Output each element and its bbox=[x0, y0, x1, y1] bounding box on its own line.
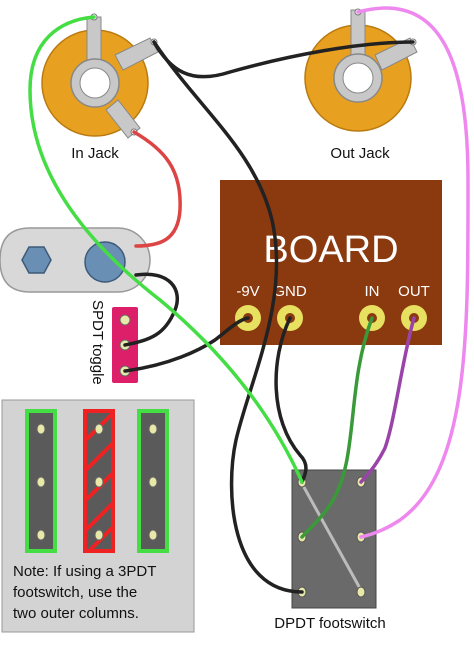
3pdt-note-panel bbox=[1, 399, 195, 633]
hex-terminal-icon bbox=[21, 246, 52, 274]
note-line-2: footswitch, use the bbox=[13, 584, 137, 601]
pad-label-in: IN bbox=[365, 283, 380, 300]
wire-black-toggle bbox=[123, 316, 250, 373]
pad-label-out: OUT bbox=[398, 283, 430, 300]
out-jack-label: Out Jack bbox=[330, 145, 390, 162]
battery-connector bbox=[0, 227, 151, 293]
wire-black-battery bbox=[123, 272, 179, 347]
dpdt-footswitch-label: DPDT footswitch bbox=[274, 615, 385, 632]
wire-black-gnd bbox=[274, 316, 308, 484]
note-line-1: Note: If using a 3PDT bbox=[13, 563, 156, 580]
wire-red bbox=[132, 130, 182, 248]
board-title: BOARD bbox=[263, 229, 398, 271]
round-terminal-icon bbox=[84, 241, 126, 283]
wire-green bbox=[28, 15, 304, 484]
in-jack bbox=[41, 13, 159, 139]
spdt-toggle-label: SPDT toggle bbox=[89, 300, 106, 385]
wires bbox=[28, 6, 470, 594]
note-line-3: two outer columns. bbox=[13, 605, 139, 622]
dpdt-footswitch bbox=[291, 469, 377, 609]
wire-dark-green bbox=[300, 316, 374, 539]
out-jack bbox=[304, 8, 418, 132]
pad-label-gnd: GND bbox=[273, 283, 307, 300]
in-jack-label: In Jack bbox=[71, 145, 119, 162]
wire-purple bbox=[359, 316, 416, 484]
pad-label-neg9v: -9V bbox=[236, 283, 259, 300]
wire-pink bbox=[356, 6, 470, 539]
wire-black-footswitch bbox=[152, 40, 304, 594]
